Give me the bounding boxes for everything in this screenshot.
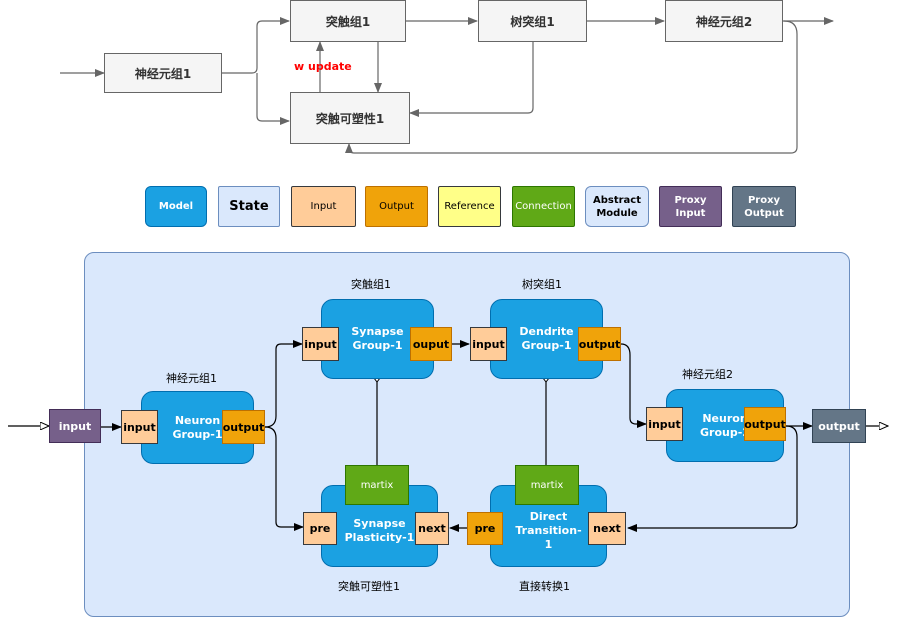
neuron-group-2-node[interactable]: 神经元组2 — [665, 0, 783, 42]
direct-transition-1-next-port[interactable]: next — [588, 512, 626, 545]
direct-transition-1-matrix[interactable]: martix — [515, 465, 579, 505]
synapse-group-1-label: 突触组1 — [325, 14, 371, 29]
synapse-plasticity-1-next-port[interactable]: next — [415, 512, 449, 545]
synapse-plasticity-1-matrix[interactable]: martix — [345, 465, 409, 505]
legend-connection: Connection — [512, 186, 575, 227]
direct-transition-1-pre-port[interactable]: pre — [467, 512, 503, 545]
neuron-group-1-module[interactable]: Neuron Group-1 — [141, 391, 254, 464]
top-flow-connectors — [60, 17, 834, 154]
w-update-label: w update — [294, 60, 352, 73]
dendrite-group-1-node[interactable]: 树突组1 — [478, 0, 587, 42]
neuron-group-1-label: 神经元组1 — [134, 66, 192, 81]
synapse-group-1-input-port[interactable]: input — [302, 327, 339, 361]
legend-model: Model — [145, 186, 207, 227]
dendrite-group-1-output-port[interactable]: output — [578, 327, 621, 361]
synapse-plasticity-1-caption: 突触可塑性1 — [338, 580, 400, 593]
proxy-output-port[interactable]: output — [812, 409, 866, 443]
neuron-group-2-output-port[interactable]: output — [744, 407, 786, 441]
dendrite-group-1-input-port[interactable]: input — [470, 327, 507, 361]
neuron-group-1-caption: 神经元组1 — [166, 372, 217, 385]
proxy-input-port[interactable]: input — [49, 409, 101, 443]
legend-reference: Reference — [438, 186, 501, 227]
synapse-group-1-node[interactable]: 突触组1 — [290, 0, 406, 42]
neuron-group-1-node[interactable]: 神经元组1 — [104, 53, 222, 93]
legend-proxy-input: Proxy Input — [659, 186, 722, 227]
neuron-group-2-input-port[interactable]: input — [646, 407, 683, 441]
neuron-group-1-output-port[interactable]: output — [222, 410, 265, 444]
legend-input: Input — [291, 186, 356, 227]
synapse-group-1-output-port[interactable]: ouput — [410, 327, 452, 361]
direct-transition-1-caption: 直接转换1 — [519, 580, 570, 593]
legend-abstract-module: Abstract Module — [585, 186, 649, 227]
legend-output: Output — [365, 186, 428, 227]
synapse-plasticity-1-node[interactable]: 突触可塑性1 — [290, 92, 410, 144]
legend-proxy-output: Proxy Output — [732, 186, 796, 227]
dendrite-group-1-label: 树突组1 — [510, 14, 555, 29]
synapse-plasticity-1-label: 突触可塑性1 — [315, 111, 385, 126]
dendrite-group-1-caption: 树突组1 — [522, 278, 562, 291]
neuron-group-2-label: 神经元组2 — [695, 14, 753, 29]
legend-state: State — [218, 186, 280, 227]
synapse-plasticity-1-pre-port[interactable]: pre — [303, 512, 337, 545]
neuron-group-2-caption: 神经元组2 — [682, 368, 733, 381]
neuron-group-1-input-port[interactable]: input — [121, 410, 158, 444]
synapse-group-1-caption: 突触组1 — [351, 278, 391, 291]
